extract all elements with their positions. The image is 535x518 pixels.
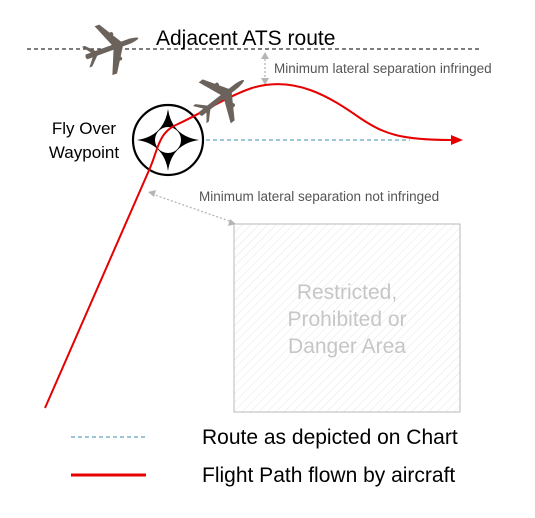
separation-not-infringed-arrow [148,190,236,226]
fly-over-waypoint-icon [131,103,205,177]
flight-path-line [44,83,453,409]
separation-infringed-label: Minimum lateral separation infringed [274,61,492,76]
separation-infringed-arrow [261,52,269,85]
flight-path-arrowhead [451,135,463,145]
legend-route-label: Route as depicted on Chart [202,426,458,449]
restricted-area-line2: Prohibited or [287,308,406,331]
restricted-area [233,223,461,413]
restricted-area-line1: Restricted, [297,281,397,304]
restricted-area-line3: Danger Area [288,335,406,358]
airplane-icon [76,13,148,82]
adjacent-route-label: Adjacent ATS route [156,27,335,50]
legend-flight-label: Flight Path flown by aircraft [202,464,455,487]
waypoint-label-line2: Waypoint [49,143,120,162]
separation-not-infringed-label: Minimum lateral separation not infringed [199,189,439,204]
waypoint-label-line1: Fly Over [52,119,117,138]
